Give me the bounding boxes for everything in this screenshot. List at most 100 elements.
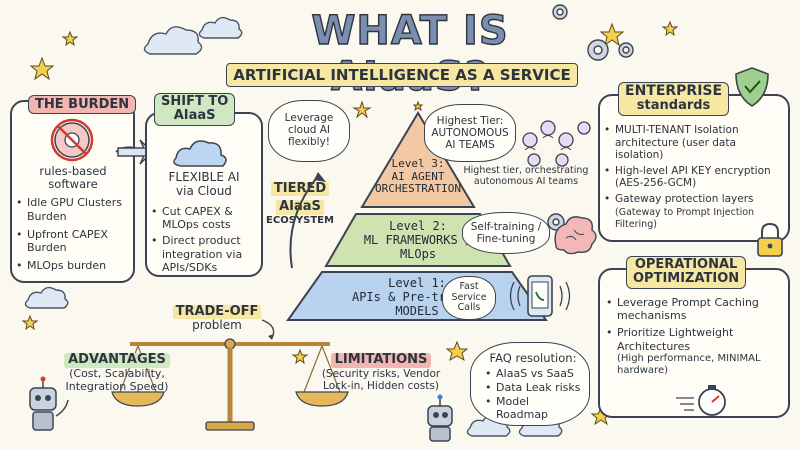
- highest-tier-line1: Highest Tier:: [436, 114, 504, 127]
- advantages-line2: Integration Speed): [65, 379, 169, 393]
- enterprise-item-sub: (AES-256-GCM): [615, 177, 697, 190]
- burden-caption-line2: software: [48, 177, 98, 192]
- burden-caption: rules-based software: [14, 164, 132, 192]
- operational-item-sub: (High performance, MINIMAL hardware): [617, 352, 761, 376]
- cloud-icon: [198, 16, 243, 39]
- fast-calls-line1: Fast: [459, 281, 479, 293]
- list-item: Direct product integration via APIs/SDKs: [151, 234, 261, 274]
- shift-heading-line1: SHIFT TO: [161, 94, 229, 109]
- enterprise-heading: ENTERPRISE standards: [618, 82, 730, 116]
- list-item: MLOps burden: [16, 259, 132, 273]
- faq-heading: FAQ resolution:: [489, 351, 577, 365]
- enterprise-item-sub: (Gateway to Prompt Injection Filtering): [615, 206, 755, 231]
- level-3-line1: Level 3:: [391, 157, 445, 170]
- cloud-icon: [24, 286, 69, 309]
- list-item: Idle GPU Clusters Burden: [16, 196, 132, 224]
- advantages-heading: ADVANTAGES: [64, 352, 170, 368]
- gear-icon: [547, 213, 565, 231]
- shift-body-line1: FLEXIBLE AI: [168, 170, 240, 184]
- gear-icon: [552, 4, 634, 61]
- shift-body-line2: via Cloud: [176, 183, 232, 198]
- operational-heading-line1: OPERATIONAL: [634, 257, 738, 272]
- list-item: High-level API KEY encryption (AES-256-G…: [604, 165, 786, 190]
- leverage-line2: cloud AI: [287, 124, 331, 137]
- highest-tier-line3: AI TEAMS: [445, 139, 495, 152]
- highest-tier-note-line2: autonomous AI teams: [473, 175, 579, 187]
- leverage-line1: Leverage: [284, 112, 334, 125]
- level-2-line3: MLOps: [399, 246, 437, 261]
- burden-list: Idle GPU Clusters Burden Upfront CAPEX B…: [16, 196, 132, 273]
- operational-list: Leverage Prompt Caching mechanisms Prior…: [606, 296, 784, 377]
- fast-calls-line2: Service: [451, 291, 487, 303]
- limitations-line2: Lock-in, Hidden costs): [323, 380, 439, 392]
- cloud-icon: [143, 26, 203, 55]
- highest-tier-note: Highest tier, orchestrating autonomous A…: [462, 165, 590, 188]
- limitations-block: LIMITATIONS (Security risks, Vendor Lock…: [318, 349, 444, 392]
- burden-heading: THE BURDEN: [28, 95, 137, 114]
- self-training-line2: Fine-tuning: [476, 233, 536, 245]
- level-2-label: Level 2: ML FRAMEWORKS / MLOps: [330, 219, 506, 261]
- level-1-line3: MODELS: [395, 303, 439, 318]
- operational-heading-line2: OPTIMIZATION: [633, 271, 740, 287]
- list-item: MULTI-TENANT Isolation architecture (use…: [604, 124, 786, 162]
- highest-tier-note-line1: Highest tier, orchestrating: [463, 165, 589, 176]
- level-3-line2: AI AGENT: [391, 169, 445, 183]
- advantages-line1: (Cost, Scalability,: [69, 366, 165, 380]
- faq-list: AIaaS vs SaaS Data Leak risks Model Road…: [485, 367, 581, 422]
- fast-calls-line3: Calls: [457, 302, 481, 314]
- leverage-line3: flexibly!: [287, 135, 331, 148]
- level-3-line3: ORCHESTRATION: [374, 182, 462, 196]
- tradeoff-line1: TRADE-OFF: [172, 304, 262, 320]
- self-training-bubble: Self-training / Fine-tuning: [462, 212, 550, 254]
- shift-list: Cut CAPEX & MLOps costs Direct product i…: [151, 205, 261, 274]
- list-item: Prioritize Lightweight Architectures (Hi…: [606, 326, 784, 376]
- level-3-label: Level 3: AI AGENT ORCHESTRATION: [368, 157, 468, 196]
- limitations-line1: (Security risks, Vendor: [321, 367, 441, 380]
- page-subtitle: ARTIFICIAL INTELLIGENCE AS A SERVICE: [226, 63, 578, 87]
- list-item: Gateway protection layers (Gateway to Pr…: [604, 193, 786, 231]
- operational-item-main: Prioritize Lightweight Architectures: [617, 326, 734, 353]
- shift-body: FLEXIBLE AI via Cloud: [148, 170, 260, 199]
- leverage-bubble: Leverage cloud AI flexibly!: [268, 100, 350, 162]
- enterprise-heading-line1: ENTERPRISE: [625, 83, 723, 99]
- list-item: Model Roadmap: [485, 395, 581, 423]
- limitations-heading: LIMITATIONS: [330, 352, 432, 368]
- operational-item-main: Leverage Prompt Caching mechanisms: [617, 296, 759, 323]
- list-item: Cut CAPEX & MLOps costs: [151, 205, 261, 231]
- fast-calls-bubble: Fast Service Calls: [442, 276, 496, 320]
- level-2-line1: Level 2:: [389, 219, 447, 233]
- enterprise-list: MULTI-TENANT Isolation architecture (use…: [604, 124, 786, 231]
- tradeoff-line2: problem: [192, 318, 242, 333]
- list-item: Upfront CAPEX Burden: [16, 228, 132, 256]
- enterprise-heading-line2: standards: [636, 98, 711, 114]
- level-1-line1: Level 1:: [388, 276, 446, 290]
- level-2-line2: ML FRAMEWORKS /: [363, 232, 473, 247]
- tiered-line1: TIERED: [270, 181, 330, 197]
- tradeoff-label: TRADE-OFF problem: [172, 301, 262, 332]
- shift-heading: SHIFT TO AIaaS: [154, 93, 236, 126]
- list-item: Leverage Prompt Caching mechanisms: [606, 296, 784, 322]
- tiered-line3: ECOSYSTEM: [266, 214, 334, 226]
- list-item: AIaaS vs SaaS: [485, 367, 581, 381]
- highest-tier-line2: AUTONOMOUS: [431, 126, 509, 139]
- operational-heading: OPERATIONAL OPTIMIZATION: [626, 256, 747, 289]
- list-item: Data Leak risks: [485, 381, 581, 395]
- advantages-block: ADVANTAGES (Cost, Scalability, Integrati…: [58, 349, 176, 393]
- highest-tier-bubble: Highest Tier: AUTONOMOUS AI TEAMS: [424, 104, 516, 162]
- self-training-line1: Self-training /: [470, 220, 542, 233]
- enterprise-item-main: High-level API KEY encryption: [615, 164, 771, 177]
- tiered-label: TIERED AIaaS ECOSYSTEM: [264, 178, 336, 226]
- burden-caption-line1: rules-based: [39, 164, 107, 178]
- enterprise-item-main: MULTI-TENANT Isolation architecture: [615, 124, 739, 149]
- shift-heading-line2: AIaaS: [173, 108, 216, 124]
